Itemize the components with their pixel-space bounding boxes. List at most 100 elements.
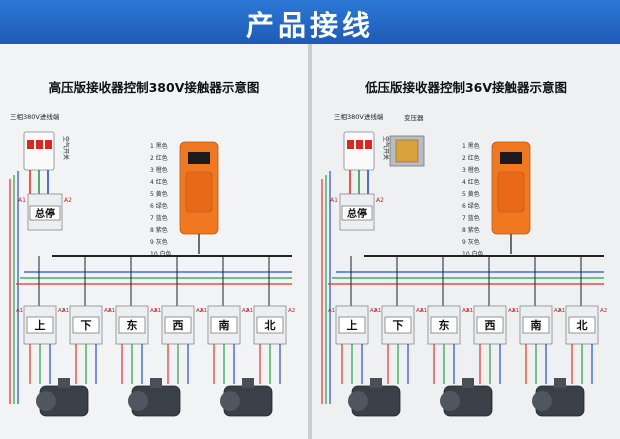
terminal-a2: A2 [150,308,157,314]
legend-item: 10 白色 [150,250,172,258]
terminal-a1: A1 [62,308,69,314]
direction-contactor-face [164,316,192,334]
direction-contactor-face [476,316,504,334]
terminal-a1: A1 [246,308,253,314]
legend-item: 5 黄色 [150,190,168,198]
legend-item: 3 橙色 [150,166,168,174]
terminal-a2: A2 [196,308,203,314]
legend-item: 4 红色 [150,178,168,186]
terminal-a2: A2 [416,308,423,314]
terminal-a2: A2 [554,308,561,314]
breaker-switch [347,140,354,149]
legend-item: 7 蓝色 [462,214,480,222]
terminal-a1: A1 [108,308,115,314]
terminal-a2: A2 [376,197,384,204]
terminal-a1: A1 [18,197,26,204]
direction-contactor-label: 西 [173,319,184,332]
breaker-label: 空气开关 [382,136,390,160]
terminal-a2: A2 [370,308,377,314]
transformer-label: 变压器 [404,113,424,122]
board-divider [308,44,312,439]
motor-end [348,391,368,411]
motor-terminal-box [554,378,566,388]
legend-item: 4 红色 [462,178,480,186]
transformer-coil [395,139,419,163]
legend-item: 8 紫色 [150,226,168,234]
main-contactor-face [29,205,61,221]
terminal-a2: A2 [508,308,515,314]
legend-item: 3 橙色 [462,166,480,174]
direction-contactor-face [568,316,596,334]
terminal-a1: A1 [374,308,381,314]
legend-item: 1 黑色 [462,142,480,150]
legend-item: 7 蓝色 [150,214,168,222]
receiver-panel [497,171,525,213]
legend-item: 10 白色 [462,250,484,258]
title-banner: 产品接线 [0,0,620,44]
direction-contactor-face [522,316,550,334]
terminal-a2: A2 [462,308,469,314]
direction-contactor-label: 上 [347,318,358,332]
terminal-a1: A1 [154,308,161,314]
motor-terminal-box [242,378,254,388]
direction-contactor-face [26,316,54,334]
terminal-a1: A1 [328,308,335,314]
direction-contactor-label: 东 [439,318,450,332]
terminal-a2: A2 [58,308,65,314]
terminal-a2: A2 [288,308,295,314]
legend-item: 5 黄色 [462,190,480,198]
terminal-a1: A1 [466,308,473,314]
direction-contactor-face [430,316,458,334]
breaker-switch [36,140,43,149]
terminal-a2: A2 [104,308,111,314]
motor-end [532,391,552,411]
direction-contactor-face [72,316,100,334]
terminal-a2: A2 [242,308,249,314]
diagram-title: 低压版接收器控制36V接触器示意图 [364,80,567,95]
direction-contactor-label: 下 [81,319,92,332]
direction-contactor-label: 南 [531,318,542,332]
breaker-switch [356,140,363,149]
terminal-a1: A1 [16,308,23,314]
motor-end [36,391,56,411]
terminal-a1: A1 [330,197,338,204]
breaker-switch [27,140,34,149]
direction-contactor-label: 南 [219,318,230,332]
motor-terminal-box [150,378,162,388]
direction-contactor-label: 下 [393,319,404,332]
receiver-display [500,152,522,164]
air-breaker [23,131,55,171]
direction-contactor-label: 北 [577,318,588,332]
legend-item: 2 红色 [462,154,480,162]
supply-label: 三相380V进线端 [10,112,60,121]
motor-terminal-box [370,378,382,388]
direction-contactor-label: 上 [35,318,46,332]
terminal-a2: A2 [64,197,72,204]
direction-contactor-label: 西 [485,319,496,332]
breaker-switch [45,140,52,149]
legend-item: 6 绿色 [150,202,168,210]
legend-item: 9 灰色 [462,238,480,246]
receiver-display [188,152,210,164]
direction-contactor-face [118,316,146,334]
motor-end [220,391,240,411]
supply-label: 三相380V进线端 [334,112,384,121]
terminal-a1: A1 [558,308,565,314]
terminal-a1: A1 [200,308,207,314]
air-breaker [343,131,375,171]
direction-contactor-face [384,316,412,334]
legend-item: 8 紫色 [462,226,480,234]
legend-item: 6 绿色 [462,202,480,210]
diagram-title: 高压版接收器控制380V接触器示意图 [49,80,260,95]
banner-title: 产品接线 [245,9,374,42]
terminal-a1: A1 [512,308,519,314]
main-contactor-label: 总停 [347,207,367,220]
legend-item: 2 红色 [150,154,168,162]
direction-contactor-face [338,316,366,334]
direction-contactor-label: 北 [265,318,276,332]
direction-contactor-label: 东 [127,318,138,332]
